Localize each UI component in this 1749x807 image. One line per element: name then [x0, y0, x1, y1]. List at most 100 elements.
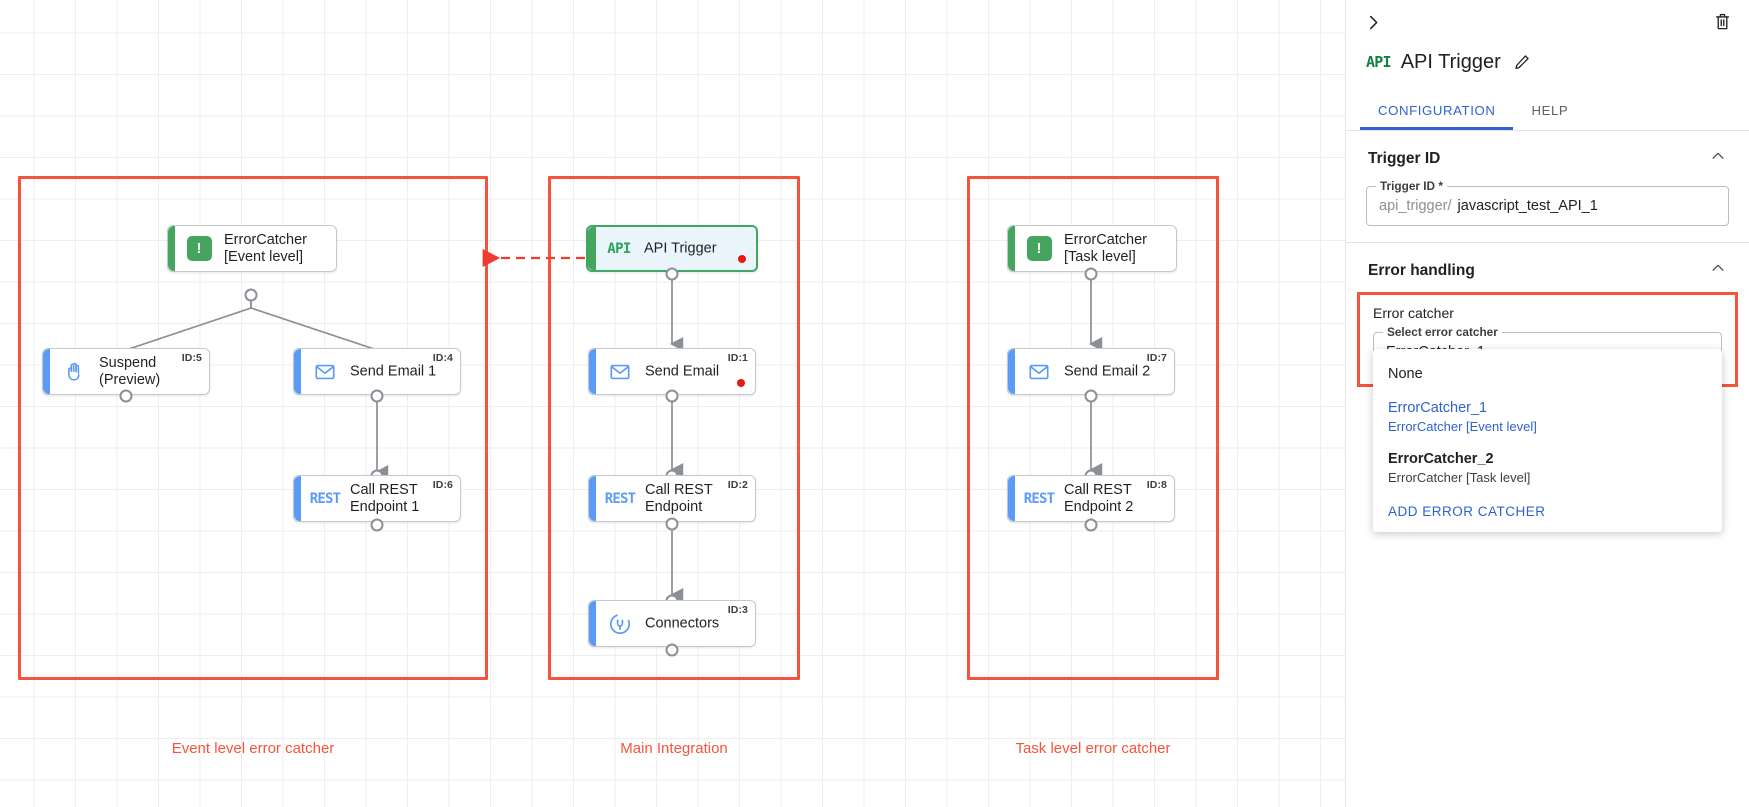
- node-port-out[interactable]: [1084, 389, 1098, 403]
- node-connectors[interactable]: Connectors ID:3: [588, 600, 756, 647]
- group-label-main-integration: Main Integration: [620, 740, 728, 757]
- trigger-id-value: javascript_test_API_1: [1457, 198, 1598, 214]
- chevron-right-icon[interactable]: [1359, 8, 1387, 36]
- trash-icon[interactable]: [1709, 8, 1735, 34]
- pencil-icon[interactable]: [1513, 53, 1531, 71]
- trigger-id-prefix: api_trigger/: [1379, 198, 1452, 214]
- tab-help[interactable]: HELP: [1531, 103, 1569, 118]
- envelope-icon: [311, 358, 339, 386]
- node-id-tag: ID:8: [1146, 479, 1167, 491]
- api-icon: API: [607, 240, 631, 257]
- node-accent-stripe: [1008, 226, 1015, 271]
- node-port-out[interactable]: [665, 643, 679, 657]
- node-call-rest-endpoint[interactable]: REST Call REST Endpoint ID:2: [588, 475, 756, 522]
- menu-item-label: ErrorCatcher_1: [1388, 399, 1488, 416]
- node-port-out[interactable]: [665, 267, 679, 281]
- select-error-catcher-legend: Select error catcher: [1383, 325, 1502, 339]
- node-error-catcher-event-level[interactable]: ! ErrorCatcher [Event level]: [167, 225, 337, 272]
- error-catcher-label: Error catcher: [1373, 305, 1454, 321]
- node-label: Send Email 2: [1064, 362, 1151, 379]
- node-label: API Trigger: [644, 239, 717, 256]
- panel-toolbar: [1346, 0, 1749, 44]
- workflow-canvas[interactable]: Event level error catcher Main Integrati…: [0, 0, 1345, 807]
- node-error-indicator: [737, 379, 745, 387]
- section-title: Error handling: [1368, 261, 1475, 279]
- node-port-out[interactable]: [370, 389, 384, 403]
- group-box-event-level: [18, 176, 488, 680]
- node-accent-stripe: [294, 349, 301, 394]
- menu-item-label: ErrorCatcher_2: [1388, 450, 1494, 467]
- trigger-id-field-wrap: Trigger ID * api_trigger/ javascript_tes…: [1346, 179, 1749, 242]
- node-port-out[interactable]: [665, 517, 679, 531]
- group-label-event-level: Event level error catcher: [171, 740, 335, 757]
- node-label: Call REST Endpoint: [645, 481, 713, 515]
- menu-item-error-catcher-1[interactable]: ErrorCatcher_1 ErrorCatcher [Event level…: [1373, 392, 1722, 443]
- node-accent-stripe: [1008, 349, 1015, 394]
- section-header-error-handling[interactable]: Error handling: [1346, 243, 1749, 292]
- node-api-trigger[interactable]: API API Trigger: [586, 225, 758, 272]
- error-catcher-icon: !: [185, 235, 213, 263]
- node-send-email[interactable]: Send Email ID:1: [588, 348, 756, 395]
- panel-divider: [1346, 242, 1749, 243]
- node-port-out[interactable]: [370, 518, 384, 532]
- details-panel: API API Trigger CONFIGURATION HELP Trigg…: [1345, 0, 1749, 807]
- node-send-email-1[interactable]: Send Email 1 ID:4: [293, 348, 461, 395]
- rest-icon: REST: [604, 490, 636, 507]
- rest-icon: REST: [309, 490, 341, 507]
- add-error-catcher-button[interactable]: ADD ERROR CATCHER: [1388, 503, 1546, 519]
- node-port-out[interactable]: [1084, 518, 1098, 532]
- node-label: Send Email: [645, 362, 720, 379]
- node-label: Connectors: [645, 614, 720, 631]
- node-label: Call REST Endpoint 1: [350, 481, 420, 515]
- node-id-tag: ID:5: [181, 352, 202, 364]
- chevron-up-icon[interactable]: [1709, 147, 1727, 170]
- node-error-catcher-task-level[interactable]: ! ErrorCatcher [Task level]: [1007, 225, 1177, 272]
- menu-item-error-catcher-2[interactable]: ErrorCatcher_2 ErrorCatcher [Task level]: [1373, 443, 1722, 494]
- group-label-task-level: Task level error catcher: [1015, 740, 1171, 757]
- node-label: ErrorCatcher [Task level]: [1064, 231, 1147, 265]
- menu-item-sublabel: ErrorCatcher [Event level]: [1388, 419, 1537, 435]
- error-catcher-dropdown-menu[interactable]: None ErrorCatcher_1 ErrorCatcher [Event …: [1373, 349, 1722, 532]
- node-call-rest-endpoint-2[interactable]: REST Call REST Endpoint 2 ID:8: [1007, 475, 1175, 522]
- node-accent-stripe: [43, 349, 50, 394]
- node-port-out[interactable]: [244, 288, 258, 302]
- node-id-tag: ID:1: [727, 352, 748, 364]
- envelope-icon: [1025, 358, 1053, 386]
- panel-title-row: API API Trigger: [1346, 44, 1749, 80]
- node-label: Send Email 1: [350, 362, 437, 379]
- section-header-trigger-id[interactable]: Trigger ID: [1346, 131, 1749, 180]
- node-send-email-2[interactable]: Send Email 2 ID:7: [1007, 348, 1175, 395]
- node-error-indicator: [738, 255, 746, 263]
- trigger-id-legend: Trigger ID *: [1376, 179, 1447, 193]
- node-call-rest-endpoint-1[interactable]: REST Call REST Endpoint 1 ID:6: [293, 475, 461, 522]
- node-accent-stripe: [1008, 476, 1015, 521]
- node-id-tag: ID:6: [432, 479, 453, 491]
- group-box-task-level: [967, 176, 1219, 680]
- group-box-main-integration: [548, 176, 800, 680]
- tab-configuration[interactable]: CONFIGURATION: [1360, 93, 1514, 130]
- api-icon: API: [1366, 53, 1391, 71]
- envelope-icon: [606, 358, 634, 386]
- node-id-tag: ID:2: [727, 479, 748, 491]
- panel-tabs: CONFIGURATION HELP: [1346, 93, 1749, 131]
- node-label: Suspend (Preview): [99, 354, 161, 388]
- menu-item-sublabel: ErrorCatcher [Task level]: [1388, 470, 1531, 486]
- node-suspend-preview[interactable]: Suspend (Preview) ID:5: [42, 348, 210, 395]
- node-accent-stripe: [294, 476, 301, 521]
- menu-item-label: None: [1388, 366, 1423, 382]
- node-label: Call REST Endpoint 2: [1064, 481, 1134, 515]
- menu-item-none[interactable]: None: [1373, 358, 1722, 392]
- node-accent-stripe: [589, 476, 596, 521]
- node-port-out[interactable]: [665, 389, 679, 403]
- node-port-out[interactable]: [1084, 267, 1098, 281]
- connectors-icon: [606, 610, 634, 638]
- node-accent-stripe: [589, 601, 596, 646]
- trigger-id-input[interactable]: Trigger ID * api_trigger/ javascript_tes…: [1366, 179, 1729, 226]
- node-port-out[interactable]: [119, 389, 133, 403]
- hand-icon: [60, 358, 88, 386]
- error-catcher-icon: !: [1025, 235, 1053, 263]
- node-id-tag: ID:4: [432, 352, 453, 364]
- chevron-up-icon[interactable]: [1709, 259, 1727, 282]
- node-id-tag: ID:7: [1146, 352, 1167, 364]
- section-title: Trigger ID: [1368, 149, 1441, 167]
